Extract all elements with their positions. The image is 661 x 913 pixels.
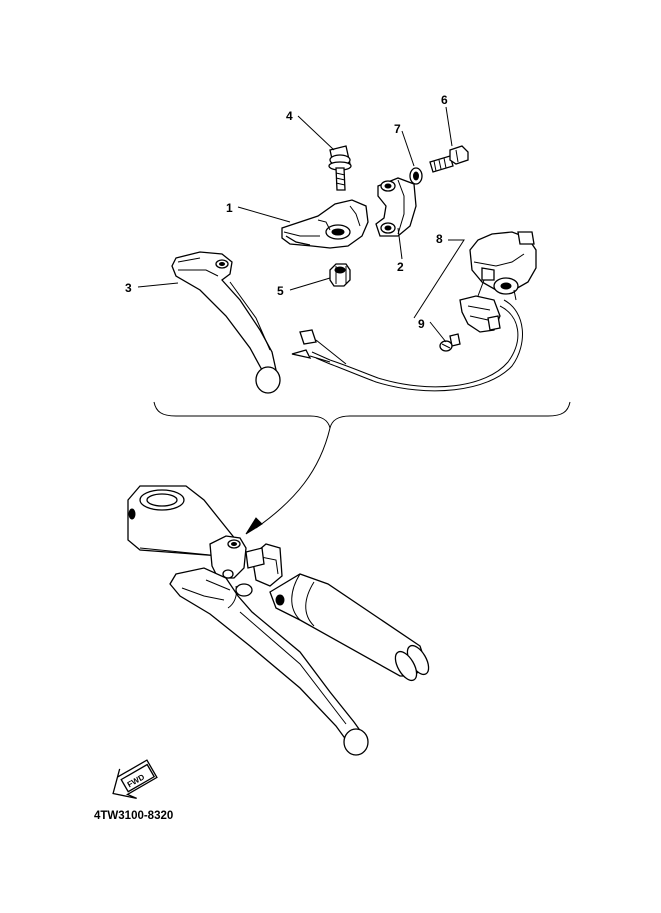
detail-brace bbox=[153, 401, 571, 535]
part-7-washer bbox=[409, 167, 423, 185]
label-part-3: 3 bbox=[125, 281, 132, 295]
leader-lines bbox=[137, 106, 465, 343]
label-part-2: 2 bbox=[397, 260, 404, 274]
label-part-7: 7 bbox=[394, 122, 401, 136]
label-part-5: 5 bbox=[277, 284, 284, 298]
label-part-4: 4 bbox=[286, 109, 293, 123]
part-6-bolt bbox=[429, 145, 469, 173]
drawing-code: 4TW3100-8320 bbox=[94, 810, 173, 822]
part-4-bolt bbox=[328, 145, 352, 191]
label-part-6: 6 bbox=[441, 93, 448, 107]
part-5-nut bbox=[329, 263, 351, 287]
part-2-clamp bbox=[375, 177, 417, 237]
part-9-screw bbox=[439, 333, 461, 352]
label-part-1: 1 bbox=[226, 201, 233, 215]
part-8-switch bbox=[291, 231, 537, 392]
label-part-9: 9 bbox=[418, 317, 425, 331]
assembled-view bbox=[127, 485, 430, 756]
label-part-8: 8 bbox=[436, 232, 443, 246]
part-1-lever-holder bbox=[281, 199, 369, 249]
part-3-lever bbox=[171, 251, 281, 394]
fwd-arrow-icon: FWD bbox=[112, 759, 158, 799]
